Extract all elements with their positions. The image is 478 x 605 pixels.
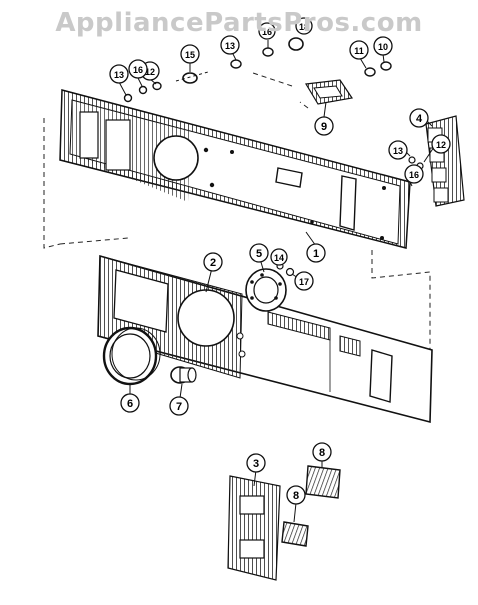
indicator-lens-holder: [227, 475, 281, 581]
callout-14: 14: [270, 248, 288, 266]
svg-text:11: 11: [354, 46, 364, 56]
svg-text:16: 16: [262, 27, 272, 37]
callout-15: 15: [180, 44, 200, 64]
svg-text:16: 16: [133, 65, 143, 75]
callout-11: 11: [349, 40, 369, 60]
svg-text:12: 12: [436, 140, 446, 150]
svg-text:6: 6: [127, 398, 133, 410]
svg-text:8: 8: [293, 490, 299, 502]
svg-text:8: 8: [319, 447, 325, 459]
svg-text:10: 10: [378, 42, 388, 52]
callout-1: 1: [306, 243, 326, 263]
svg-text:15: 15: [185, 50, 195, 60]
svg-text:13: 13: [393, 146, 403, 156]
svg-text:13: 13: [114, 70, 124, 80]
svg-text:14: 14: [274, 253, 284, 263]
control-panel-rear: [59, 89, 413, 249]
svg-text:16: 16: [409, 170, 419, 180]
callout-5: 5: [249, 243, 269, 263]
callout-6: 6: [120, 393, 140, 413]
indicator-lens-upper: [305, 465, 341, 499]
callout-17: 17: [294, 271, 314, 291]
callout-16-left: 16: [128, 59, 148, 79]
timer-bezel: [245, 268, 287, 312]
control-panel-front: [97, 254, 433, 424]
svg-text:9: 9: [321, 121, 327, 133]
callout-10: 10: [373, 36, 393, 56]
svg-text:4: 4: [416, 113, 423, 125]
svg-text:18: 18: [299, 22, 309, 32]
callout-8-lower: 8: [286, 485, 306, 505]
callout-9: 9: [314, 116, 334, 136]
svg-text:5: 5: [256, 248, 262, 260]
svg-text:1: 1: [313, 248, 319, 260]
callout-13-left: 13: [109, 64, 129, 84]
svg-text:17: 17: [299, 277, 309, 287]
callout-13-right: 13: [388, 140, 408, 160]
callout-13-mid: 13: [220, 35, 240, 55]
mounting-bracket: [305, 79, 354, 105]
push-button-knob: [170, 366, 197, 384]
svg-text:3: 3: [253, 458, 259, 470]
callout-3: 3: [246, 453, 266, 473]
svg-text:12: 12: [145, 67, 155, 77]
callout-4: 4: [409, 108, 429, 128]
assembly-guide-lines: [43, 71, 431, 352]
switch-block: [425, 115, 465, 207]
callout-16-top: 16: [258, 22, 276, 40]
watermark-text: AppliancePartsPros.com: [55, 8, 423, 38]
svg-text:2: 2: [210, 257, 216, 269]
indicator-lens-lower: [281, 521, 309, 547]
callout-7: 7: [169, 396, 189, 416]
svg-text:13: 13: [225, 41, 235, 51]
svg-text:7: 7: [176, 401, 182, 413]
callout-2: 2: [203, 252, 223, 272]
callout-18: 18: [295, 17, 313, 35]
dial-ring: [102, 326, 161, 386]
callout-8-upper: 8: [312, 442, 332, 462]
callout-16-right: 16: [404, 164, 424, 184]
callout-12-right: 12: [431, 134, 451, 154]
